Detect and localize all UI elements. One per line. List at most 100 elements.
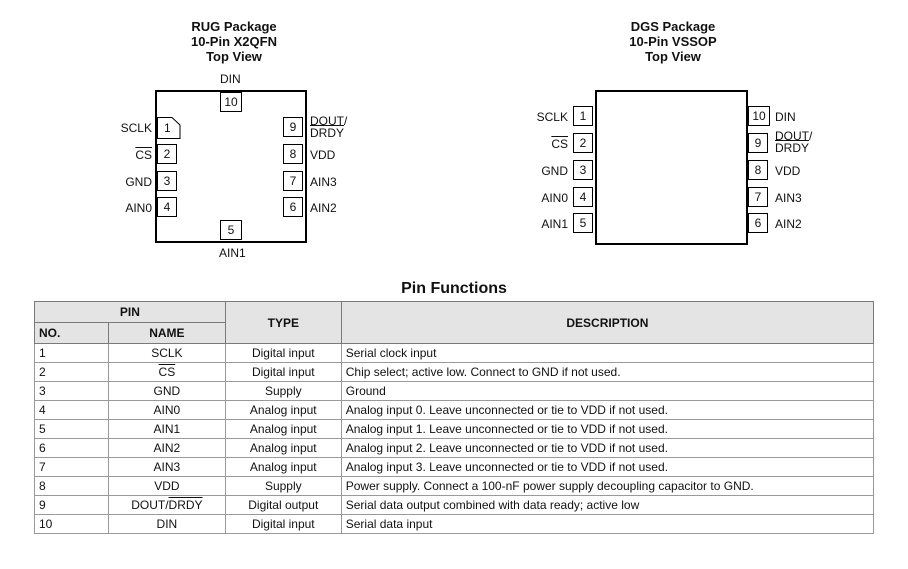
cell-no: 4 (34, 400, 109, 420)
table-row: 4 AIN0 Analog input Analog input 0. Leav… (34, 400, 875, 420)
cell-no: 2 (34, 362, 109, 382)
cell-type: Analog input (224, 419, 342, 439)
dgs-title-line3: Top View (645, 49, 701, 64)
cell-type: Digital input (224, 362, 342, 382)
pin-functions-title: Pin Functions (401, 280, 507, 297)
cell-description: Serial clock input (340, 343, 875, 363)
cell-name: DIN (107, 514, 226, 534)
cell-name-part-a: DOUT/ (131, 498, 169, 512)
cell-name: CS (107, 362, 226, 382)
rug-pin1-pad (157, 117, 181, 139)
header-pin: PIN (34, 301, 226, 323)
rug-pin2-label: CS (135, 148, 152, 162)
table-header-row-2: NO. NAME (34, 322, 874, 344)
rug-pin9-label-a: DOUT/ (310, 114, 348, 128)
table-row: 3 GND Supply Ground (34, 381, 875, 401)
rug-pin4-label: AIN0 (125, 201, 152, 215)
header-no: NO. (34, 322, 109, 344)
rug-package-body (155, 90, 307, 243)
cell-name: AIN0 (107, 400, 226, 420)
rug-title-line3: Top View (206, 49, 262, 64)
dgs-pin9-pad: 9 (748, 133, 768, 153)
rug-pin5-label: AIN1 (219, 246, 246, 260)
cell-name: VDD (107, 476, 226, 496)
pin-functions-table: PIN TYPE DESCRIPTION NO. NAME 1 SCLK Dig… (34, 301, 875, 534)
cell-type: Analog input (224, 438, 342, 458)
cell-no: 7 (34, 457, 109, 477)
rug-pin7-label: AIN3 (310, 175, 337, 189)
cell-type: Analog input (224, 457, 342, 477)
table-row: 9 DOUT/DRDY Digital output Serial data o… (34, 495, 875, 515)
table-row: 10 DIN Digital input Serial data input (34, 514, 875, 534)
rug-pin3-pad: 3 (157, 171, 177, 191)
dgs-pin9-label-b: DRDY (775, 141, 810, 155)
dgs-pin1-label: SCLK (536, 110, 568, 124)
cell-no: 9 (34, 495, 109, 515)
dgs-pin3-pad: 3 (573, 160, 593, 180)
rug-pin9-label: DOUT/ DRDY (310, 115, 347, 139)
rug-pin8-pad: 8 (283, 144, 303, 164)
cell-name-part-b: DRDY (168, 498, 203, 512)
rug-pin1-num: 1 (164, 121, 171, 135)
cell-description: Analog input 3. Leave unconnected or tie… (340, 457, 875, 477)
dgs-pin4-label: AIN0 (541, 191, 568, 205)
cell-description: Analog input 2. Leave unconnected or tie… (340, 438, 875, 458)
dgs-pin4-pad: 4 (573, 187, 593, 207)
dgs-title-line1: DGS Package (630, 19, 716, 34)
dgs-pin8-label: VDD (775, 164, 801, 178)
cell-description: Serial data output combined with data re… (340, 495, 875, 515)
rug-pin9-label-b: DRDY (310, 126, 345, 140)
cell-type: Digital input (224, 343, 342, 363)
header-type: TYPE (224, 301, 342, 344)
rug-pin6-label: AIN2 (310, 201, 337, 215)
cell-type: Supply (224, 381, 342, 401)
cell-description: Chip select; active low. Connect to GND … (340, 362, 875, 382)
dgs-pin7-pad: 7 (748, 187, 768, 207)
table-row: 1 SCLK Digital input Serial clock input (34, 343, 875, 363)
cell-description: Analog input 1. Leave unconnected or tie… (340, 419, 875, 439)
dgs-pin5-label: AIN1 (541, 217, 568, 231)
dgs-pin10-pad: 10 (748, 106, 770, 126)
table-row: 2 CS Digital input Chip select; active l… (34, 362, 875, 382)
cell-name-text: CS (158, 365, 176, 379)
cell-no: 6 (34, 438, 109, 458)
dgs-pin6-label: AIN2 (775, 217, 802, 231)
cell-type: Supply (224, 476, 342, 496)
dgs-package-body (595, 90, 748, 245)
table-row: 5 AIN1 Analog input Analog input 1. Leav… (34, 419, 875, 439)
dgs-title-line2: 10-Pin VSSOP (629, 34, 717, 49)
cell-no: 3 (34, 381, 109, 401)
rug-pin1-label: SCLK (120, 121, 152, 135)
dgs-pin6-pad: 6 (748, 213, 768, 233)
dgs-pin8-pad: 8 (748, 160, 768, 180)
cell-name: GND (107, 381, 226, 401)
rug-pin7-pad: 7 (283, 171, 303, 191)
cell-description: Serial data input (340, 514, 875, 534)
dgs-pin3-label: GND (541, 164, 568, 178)
table-row: 8 VDD Supply Power supply. Connect a 100… (34, 476, 875, 496)
dgs-pin5-pad: 5 (573, 213, 593, 233)
cell-name: AIN1 (107, 419, 226, 439)
dgs-pin2-label: CS (551, 137, 568, 151)
rug-pin9-pad: 9 (283, 117, 303, 137)
table-header-row-1: PIN TYPE DESCRIPTION (34, 301, 875, 344)
cell-name: AIN3 (107, 457, 226, 477)
rug-pin8-label: VDD (310, 148, 336, 162)
rug-pin2-pad: 2 (157, 144, 177, 164)
rug-title-line2: 10-Pin X2QFN (191, 34, 277, 49)
dgs-package-title: DGS Package 10-Pin VSSOP Top View (573, 19, 773, 64)
rug-package-title: RUG Package 10-Pin X2QFN Top View (134, 19, 334, 64)
cell-type: Digital input (224, 514, 342, 534)
cell-name: DOUT/DRDY (107, 495, 226, 515)
cell-type: Analog input (224, 400, 342, 420)
table-row: 7 AIN3 Analog input Analog input 3. Leav… (34, 457, 875, 477)
rug-pin6-pad: 6 (283, 197, 303, 217)
dgs-pin9-label-a: DOUT/ (775, 129, 813, 143)
rug-pin3-label: GND (125, 175, 152, 189)
table-row: 6 AIN2 Analog input Analog input 2. Leav… (34, 438, 875, 458)
dgs-pin10-label: DIN (775, 110, 796, 124)
header-name: NAME (107, 322, 226, 344)
cell-no: 8 (34, 476, 109, 496)
cell-type: Digital output (224, 495, 342, 515)
cell-name: AIN2 (107, 438, 226, 458)
